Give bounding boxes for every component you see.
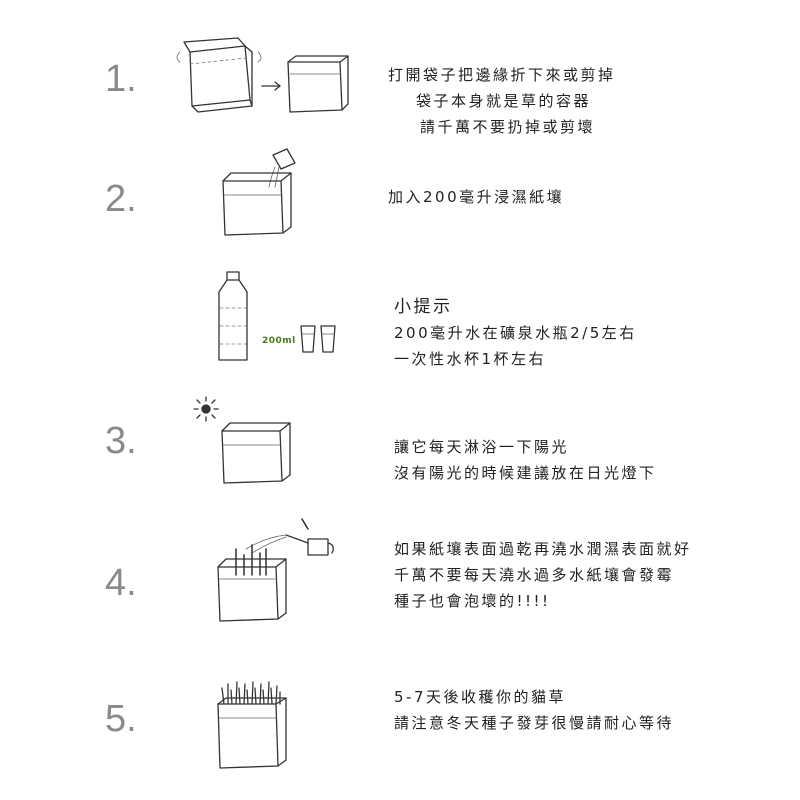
step-5-line-1: 5-7天後收穫你的貓草 xyxy=(394,688,567,706)
bottle-and-cups-illustration xyxy=(218,271,336,361)
watering-illustration xyxy=(217,518,334,622)
step-1-line-1: 打開袋子把邊緣折下來或剪掉 xyxy=(388,66,616,84)
step-5-number: 5. xyxy=(105,698,137,740)
step-4-number: 4. xyxy=(105,562,137,604)
open-bag-illustration xyxy=(176,37,349,113)
sunlight-box-illustration xyxy=(193,396,291,484)
step-3-line-2: 沒有陽光的時候建議放在日光燈下 xyxy=(394,464,657,482)
step-1-line-3: 請千萬不要扔掉或剪壞 xyxy=(420,118,596,136)
pour-water-illustration xyxy=(222,148,296,236)
step-3-line-1: 讓它每天淋浴一下陽光 xyxy=(394,438,570,456)
step-1-number: 1. xyxy=(105,58,137,100)
step-2-line-1: 加入200毫升浸濕紙壤 xyxy=(388,188,565,206)
step-4-line-3: 種子也會泡壞的!!!! xyxy=(394,592,551,610)
step-4-line-2: 千萬不要每天澆水過多水紙壤會發霉 xyxy=(394,566,675,584)
step-3-number: 3. xyxy=(105,420,137,462)
tip-title: 小提示 xyxy=(394,297,453,317)
tip-line-2: 一次性水杯1杯左右 xyxy=(394,350,547,368)
tip-line-1: 200毫升水在礦泉水瓶2/5左右 xyxy=(394,324,637,342)
step-2-number: 2. xyxy=(105,178,137,220)
bottle-volume-label: 200ml xyxy=(262,336,296,346)
grown-grass-illustration xyxy=(217,681,287,769)
step-1-line-2: 袋子本身就是草的容器 xyxy=(416,92,592,110)
step-5-line-2: 請注意冬天種子發芽很慢請耐心等待 xyxy=(394,714,675,732)
step-4-line-1: 如果紙壤表面過乾再澆水潤濕表面就好 xyxy=(394,540,692,558)
